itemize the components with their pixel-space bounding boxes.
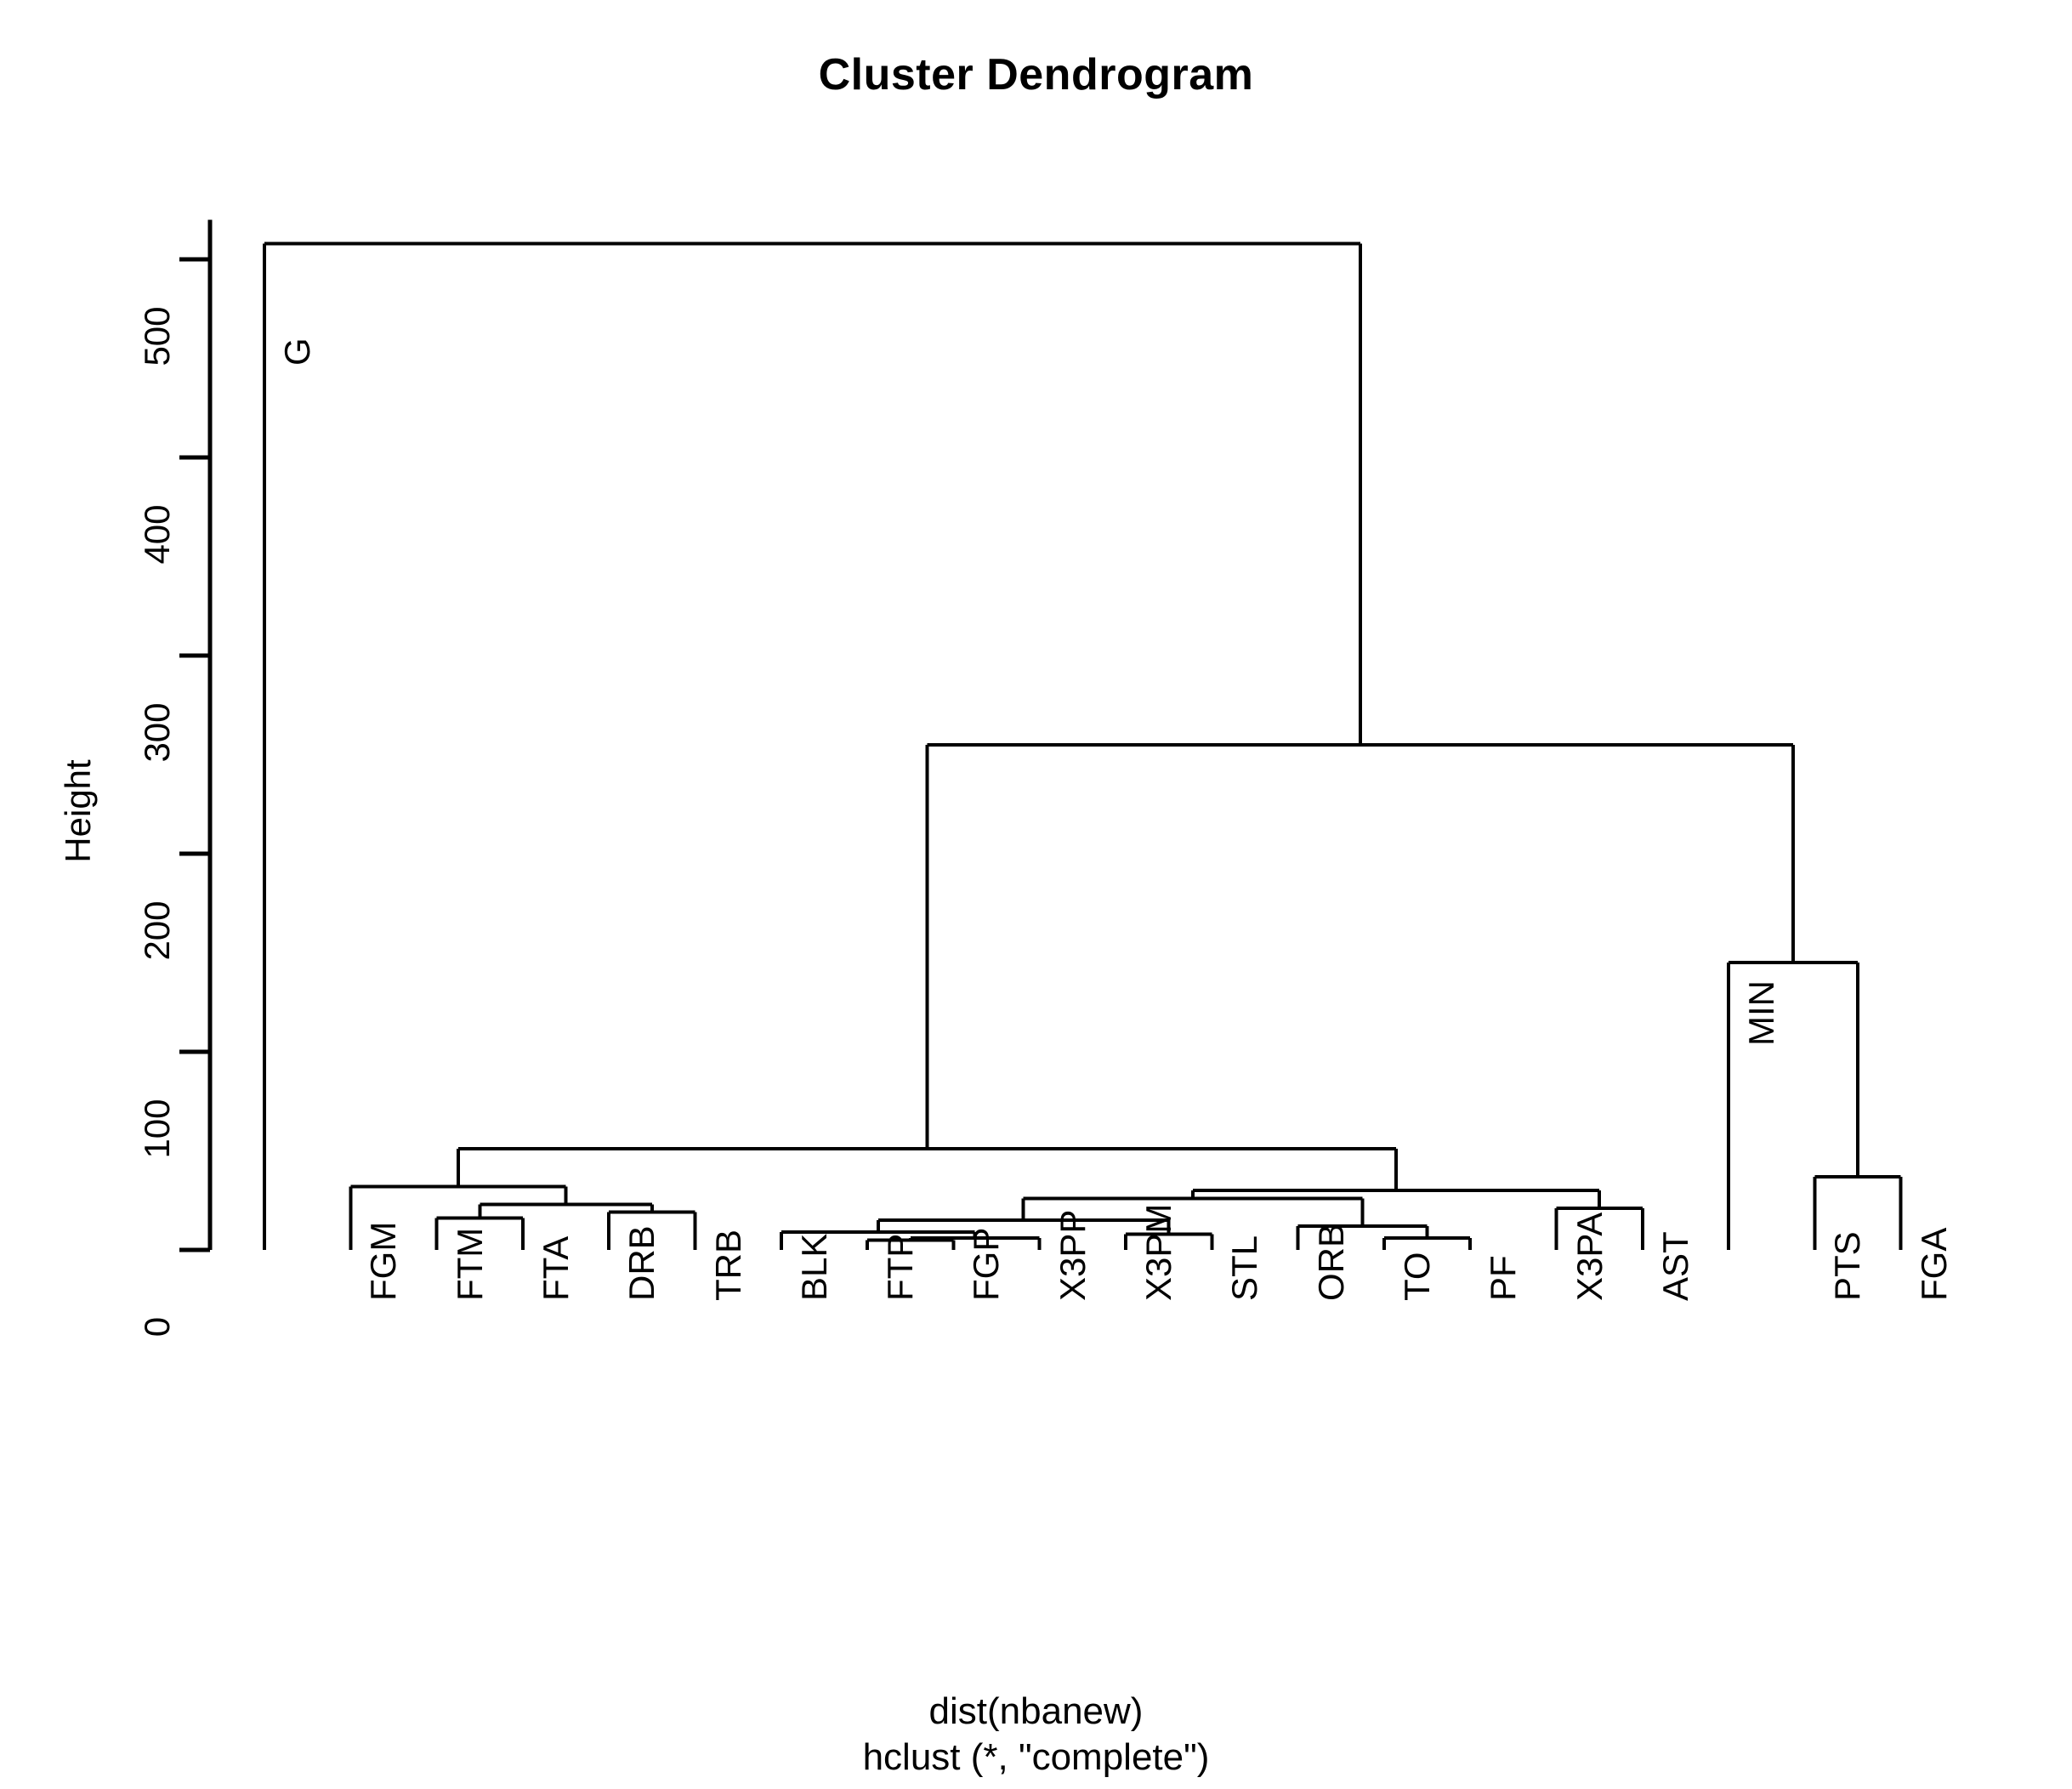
y-axis [179,219,213,1252]
merge-node [1382,1236,1473,1250]
caption-distance: dist(nbanew) [928,1690,1144,1732]
page-title: Cluster Dendrogram [818,50,1254,99]
leaf-label-blk: BLK [793,1233,834,1301]
leaf-label-x3pa: X3PA [1569,1212,1609,1301]
leaf-label-orb: ORB [1310,1223,1351,1301]
leaf-label-fga: FGA [1913,1227,1954,1301]
leaf-label-fgm: FGM [363,1221,404,1301]
leaf-label-fgp: FGP [966,1227,1007,1301]
dendrogram-tree [263,241,1903,1250]
leaf-label-x3pm: X3PM [1138,1203,1178,1301]
merge-node [263,241,1362,1250]
leaf-label-pts: PTS [1827,1231,1868,1301]
leaf-label-ftp: FTP [880,1233,921,1301]
merge-node [456,1147,1399,1191]
leaf-label-ast: AST [1655,1231,1695,1301]
leaf-label-ftm: FTM [449,1227,490,1301]
leaf-label-stl: STL [1224,1235,1265,1301]
leaf-label-x3pp: X3PP [1052,1209,1093,1301]
leaf-label-min: MIN [1741,980,1782,1046]
leaf-label-to: TO [1396,1252,1437,1301]
leaf-label-pf: PF [1483,1255,1524,1301]
leaf-label-g: G [277,338,317,366]
caption-method: hclust (*, "complete") [862,1736,1210,1778]
leaf-label-fta: FTA [535,1235,576,1301]
leaf-label-drb: DRB [622,1225,662,1301]
merge-node [925,742,1796,1150]
leaf-label-trb: TRB [707,1230,748,1301]
